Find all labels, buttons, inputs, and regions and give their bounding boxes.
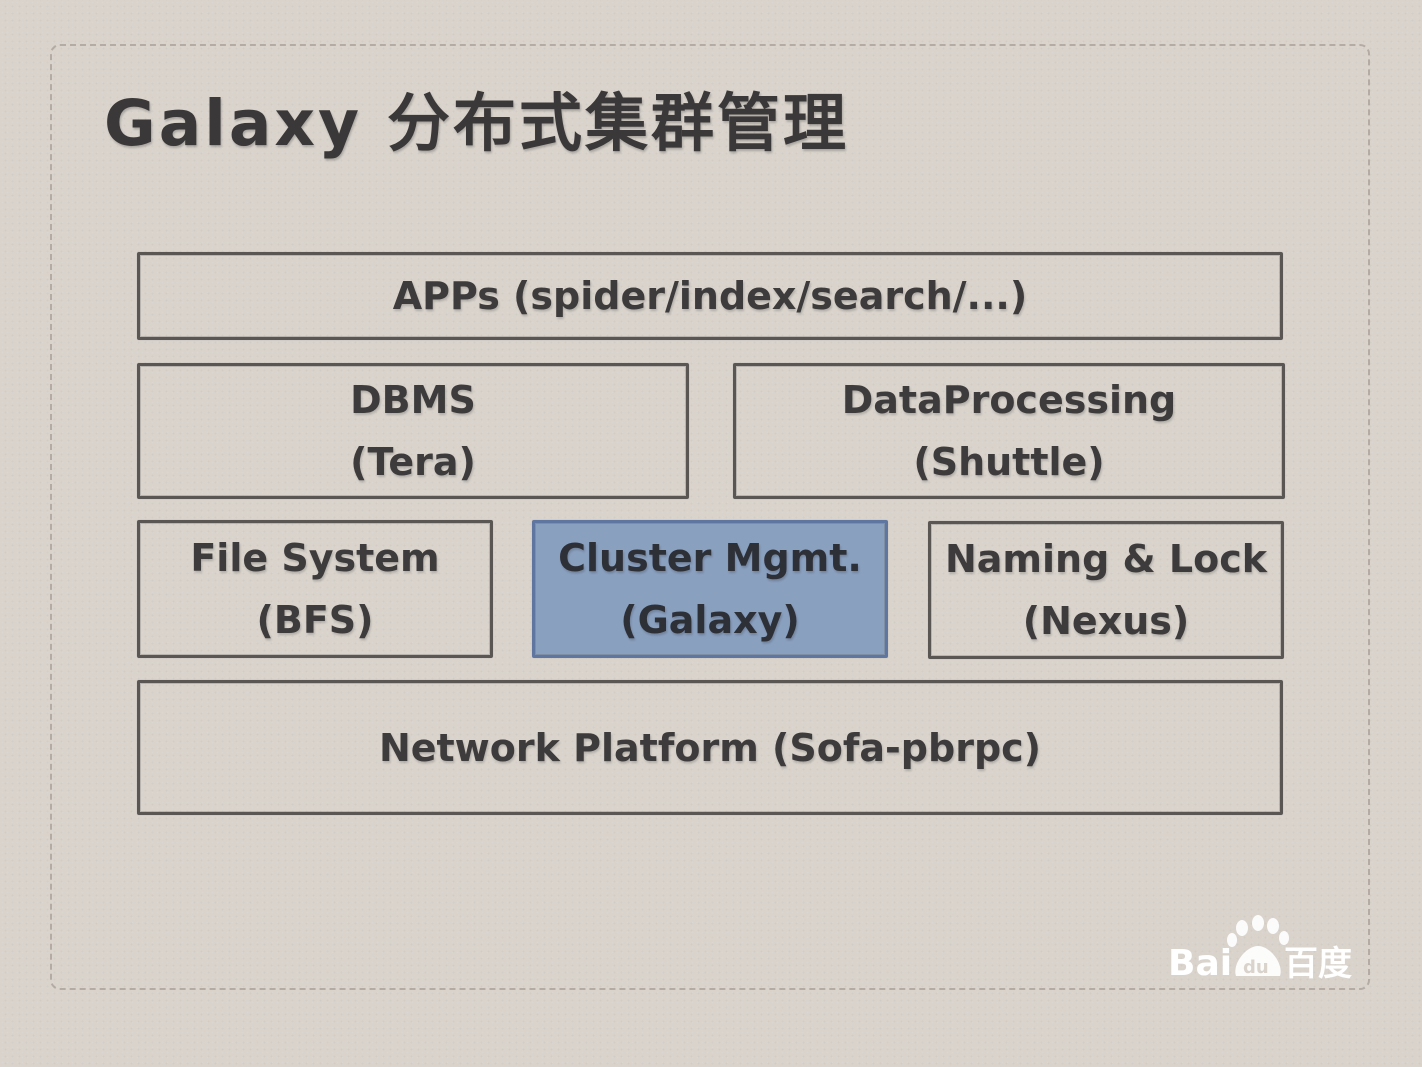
data-processing-box: DataProcessing (Shuttle)	[733, 363, 1285, 499]
baidu-logo: Bai du 百度	[1166, 914, 1358, 984]
baidu-text-paw: du	[1243, 957, 1269, 978]
file-system-box: File System (BFS)	[137, 520, 493, 658]
dbms-box: DBMS (Tera)	[137, 363, 689, 499]
file-system-label: File System	[190, 536, 440, 580]
dbms-label: DBMS	[350, 378, 476, 422]
data-processing-sublabel: (Shuttle)	[913, 440, 1105, 484]
naming-lock-label: Naming & Lock	[944, 537, 1268, 581]
baidu-text-cn: 百度	[1284, 944, 1352, 982]
slide-frame	[50, 44, 1370, 990]
network-platform-layer: Network Platform (Sofa-pbrpc)	[137, 680, 1283, 815]
data-processing-label: DataProcessing	[841, 378, 1177, 422]
cluster-mgmt-label: Cluster Mgmt.	[558, 536, 862, 580]
apps-label: APPs (spider/index/search/...)	[392, 274, 1028, 318]
apps-layer: APPs (spider/index/search/...)	[137, 252, 1283, 340]
naming-lock-box: Naming & Lock (Nexus)	[928, 521, 1284, 659]
slide-title: Galaxy 分布式集群管理	[104, 87, 849, 160]
file-system-sublabel: (BFS)	[256, 598, 374, 642]
cluster-mgmt-box: Cluster Mgmt. (Galaxy)	[532, 520, 888, 658]
dbms-sublabel: (Tera)	[350, 440, 476, 484]
cluster-mgmt-sublabel: (Galaxy)	[620, 598, 800, 642]
baidu-paw-icon: Bai du 百度	[1168, 915, 1352, 984]
baidu-text-latin: Bai	[1168, 943, 1232, 982]
network-platform-label: Network Platform (Sofa-pbrpc)	[378, 725, 1042, 770]
naming-lock-sublabel: (Nexus)	[1022, 599, 1190, 643]
